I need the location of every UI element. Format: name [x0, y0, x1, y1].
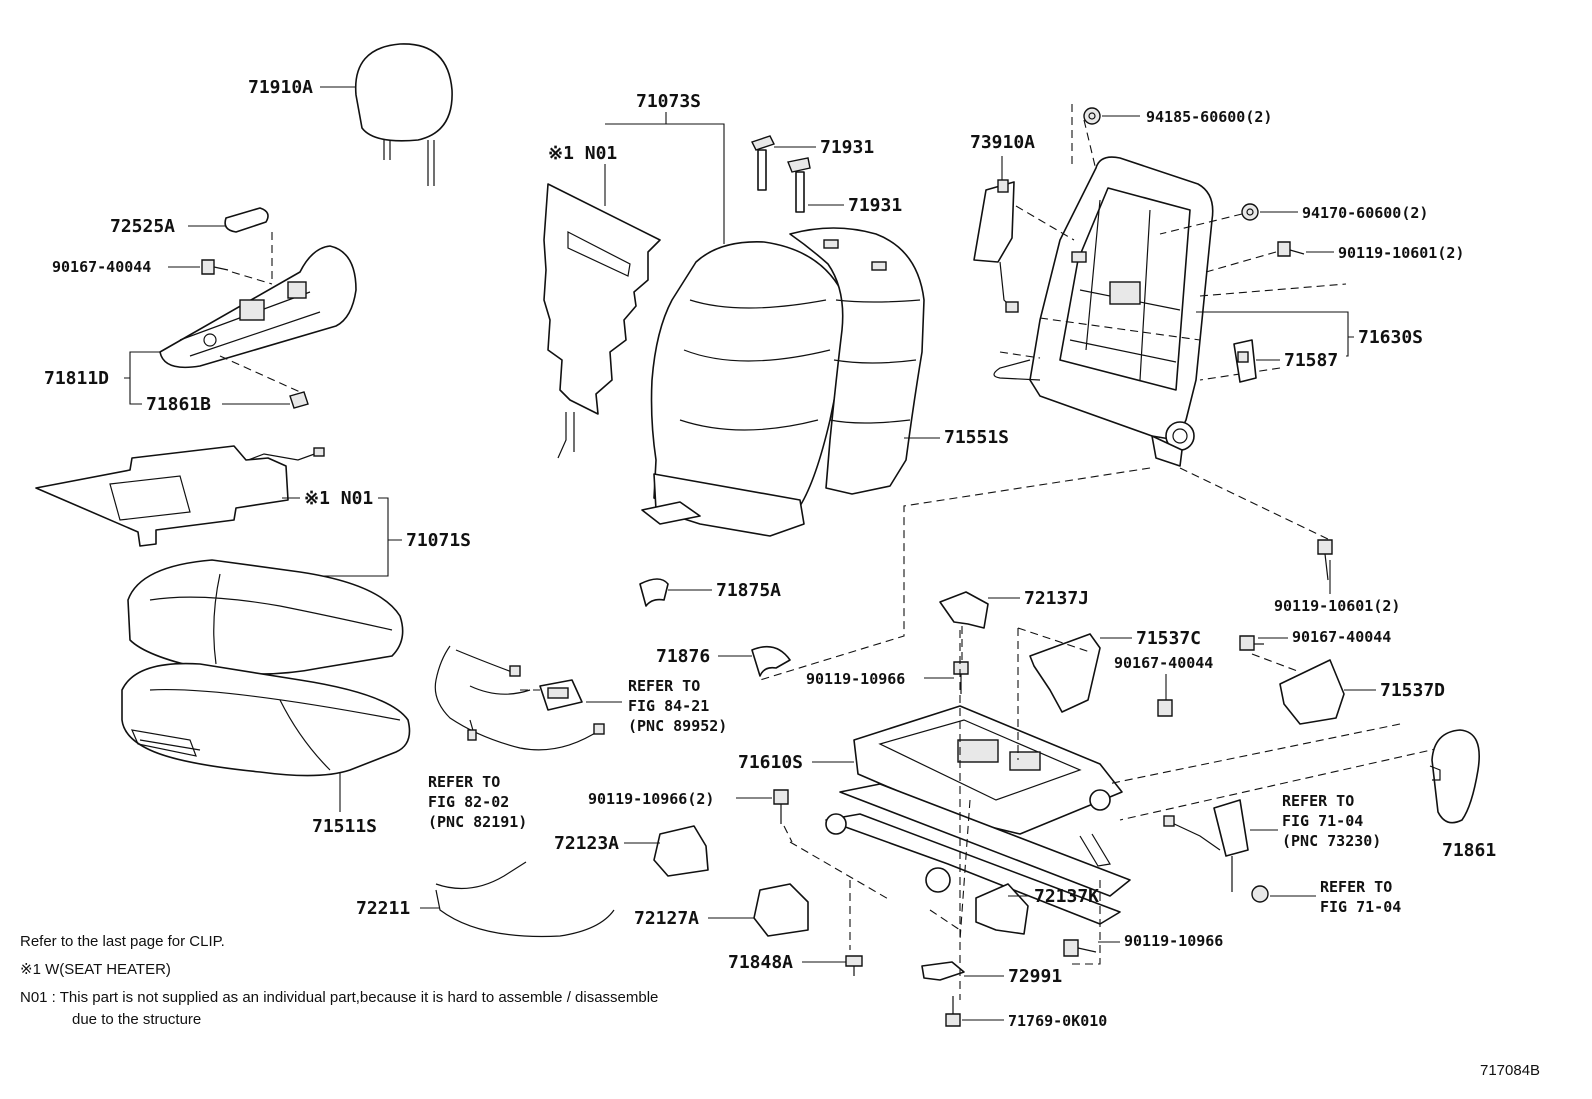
- ref-fig82-line1[interactable]: REFER TO: [428, 773, 500, 791]
- callout-90119-10966-b: 90119-10966: [1124, 932, 1223, 950]
- callout-90167-40044-a: 90167-40044: [52, 258, 151, 276]
- ref-fig71pnc-line3[interactable]: (PNC 73230): [1282, 832, 1381, 850]
- pin-71931-a[interactable]: [751, 135, 775, 191]
- diagram-notes: Refer to the last page for CLIP. ※1 W(SE…: [20, 928, 658, 1034]
- seat-cushion-cover-71511S[interactable]: [121, 662, 411, 777]
- callout-71537C: 71537C: [1136, 628, 1201, 649]
- callout-72211: 72211: [356, 898, 410, 919]
- bracket-72991[interactable]: [921, 961, 965, 981]
- callout-71511S: 71511S: [312, 816, 377, 837]
- nut-94185-60600[interactable]: [1083, 107, 1101, 125]
- callout-90167-40044-b: 90167-40044: [1114, 654, 1213, 672]
- clip-71848A[interactable]: [845, 955, 863, 976]
- ref-fig82-line2[interactable]: FIG 82-02: [428, 793, 509, 811]
- bolt-90119-10601-a[interactable]: [1277, 241, 1305, 257]
- callout-72137J: 72137J: [1024, 588, 1089, 609]
- nut-94170-60600[interactable]: [1241, 203, 1259, 221]
- bolt-90119-10966-a[interactable]: [953, 661, 969, 694]
- callout-N01-b: ※1 N01: [304, 488, 373, 509]
- bolt-90167-40044-c[interactable]: [1239, 635, 1264, 651]
- clip-71876[interactable]: [751, 645, 791, 677]
- callout-90119-10601-a: 90119-10601(2): [1338, 244, 1464, 262]
- seatback-pad[interactable]: [641, 241, 847, 537]
- callout-71630S: 71630S: [1358, 327, 1423, 348]
- callout-N01-a: ※1 N01: [548, 143, 617, 164]
- callout-72127A: 72127A: [634, 908, 699, 929]
- clip-71861B[interactable]: [289, 391, 309, 409]
- screw-71769-0K010[interactable]: [945, 996, 961, 1027]
- lock-71587[interactable]: [1233, 339, 1257, 383]
- clip-71875A[interactable]: [639, 578, 669, 607]
- callout-72123A: 72123A: [554, 833, 619, 854]
- callout-73910A: 73910A: [970, 132, 1035, 153]
- callout-94185-60600: 94185-60600(2): [1146, 108, 1272, 126]
- seat-cushion-pad[interactable]: [127, 559, 404, 675]
- cover-72123A[interactable]: [653, 825, 709, 877]
- ref-fig84-line2[interactable]: FIG 84-21: [628, 697, 709, 715]
- note-n01: N01 : This part is not supplied as an in…: [20, 989, 659, 1006]
- callout-71875A: 71875A: [716, 580, 781, 601]
- cover-71537D[interactable]: [1279, 659, 1345, 725]
- callout-71848A: 71848A: [728, 952, 793, 973]
- note-seat-heater: ※1 W(SEAT HEATER): [20, 961, 171, 978]
- callout-71931-b: 71931: [848, 195, 902, 216]
- seat-belt-buckle[interactable]: [1163, 799, 1249, 892]
- ref-fig71pnc-line1[interactable]: REFER TO: [1282, 792, 1354, 810]
- seatback-heater-N01[interactable]: [543, 183, 661, 459]
- bolt-90167-40044-a[interactable]: [201, 259, 229, 275]
- callout-71861B: 71861B: [146, 394, 211, 415]
- headrest-71910A[interactable]: [354, 43, 453, 186]
- bolt-90167-40044-b[interactable]: [1157, 699, 1173, 717]
- nut-belt[interactable]: [1251, 885, 1269, 903]
- callout-71537D: 71537D: [1380, 680, 1445, 701]
- seatback-cover-71551S[interactable]: [789, 227, 925, 495]
- seatback-frame-71630S[interactable]: [993, 156, 1214, 467]
- ref-fig71-line1[interactable]: REFER TO: [1320, 878, 1392, 896]
- callout-72137K: 72137K: [1034, 886, 1099, 907]
- ref-fig82-line3[interactable]: (PNC 82191): [428, 813, 527, 831]
- cover-72127A[interactable]: [753, 883, 809, 937]
- figure-id: 717084B: [1480, 1062, 1541, 1079]
- cover-71537C[interactable]: [1029, 633, 1101, 713]
- cushion-heater-N01[interactable]: [35, 445, 325, 547]
- callout-94170-60600: 94170-60600(2): [1302, 204, 1428, 222]
- seat-adjuster-71610S[interactable]: [825, 705, 1131, 925]
- callout-90119-10601-b: 90119-10601(2): [1274, 597, 1400, 615]
- callout-71910A: 71910A: [248, 77, 313, 98]
- ref-fig71-line2[interactable]: FIG 71-04: [1320, 898, 1401, 916]
- callout-71811D: 71811D: [44, 368, 109, 389]
- wire-72211[interactable]: [435, 861, 615, 938]
- bolt-90119-10966-b[interactable]: [1063, 939, 1097, 957]
- callout-90167-40044-c: 90167-40044: [1292, 628, 1391, 646]
- callout-71610S: 71610S: [738, 752, 803, 773]
- knob-71861[interactable]: [1429, 729, 1480, 824]
- callout-71587: 71587: [1284, 350, 1338, 371]
- callout-71931-a: 71931: [820, 137, 874, 158]
- callout-72525A: 72525A: [110, 216, 175, 237]
- callout-90119-10966-a: 90119-10966: [806, 670, 905, 688]
- bolt-90119-10601-b[interactable]: [1317, 539, 1333, 581]
- note-clip: Refer to the last page for CLIP.: [20, 933, 225, 950]
- ref-fig84-line3[interactable]: (PNC 89952): [628, 717, 727, 735]
- ref-fig84-line1[interactable]: REFER TO: [628, 677, 700, 695]
- callout-71769-0K010: 71769-0K010: [1008, 1012, 1107, 1030]
- heater-module-73910A[interactable]: [973, 179, 1019, 313]
- bracket-72137J[interactable]: [939, 591, 989, 629]
- ref-fig71pnc-line2[interactable]: FIG 71-04: [1282, 812, 1363, 830]
- wire-harness[interactable]: [434, 645, 605, 751]
- pin-71931-b[interactable]: [787, 157, 811, 213]
- callout-71071S: 71071S: [406, 530, 471, 551]
- bolt-90119-10966-2[interactable]: [773, 789, 789, 824]
- recliner-cover-71811D[interactable]: [159, 207, 357, 369]
- callout-72991: 72991: [1008, 966, 1062, 987]
- callout-90119-10966-2: 90119-10966(2): [588, 790, 714, 808]
- callout-71876: 71876: [656, 646, 710, 667]
- callout-71073S: 71073S: [636, 91, 701, 112]
- note-n01-cont: due to the structure: [72, 1011, 202, 1028]
- callout-71861: 71861: [1442, 840, 1496, 861]
- callout-71551S: 71551S: [944, 427, 1009, 448]
